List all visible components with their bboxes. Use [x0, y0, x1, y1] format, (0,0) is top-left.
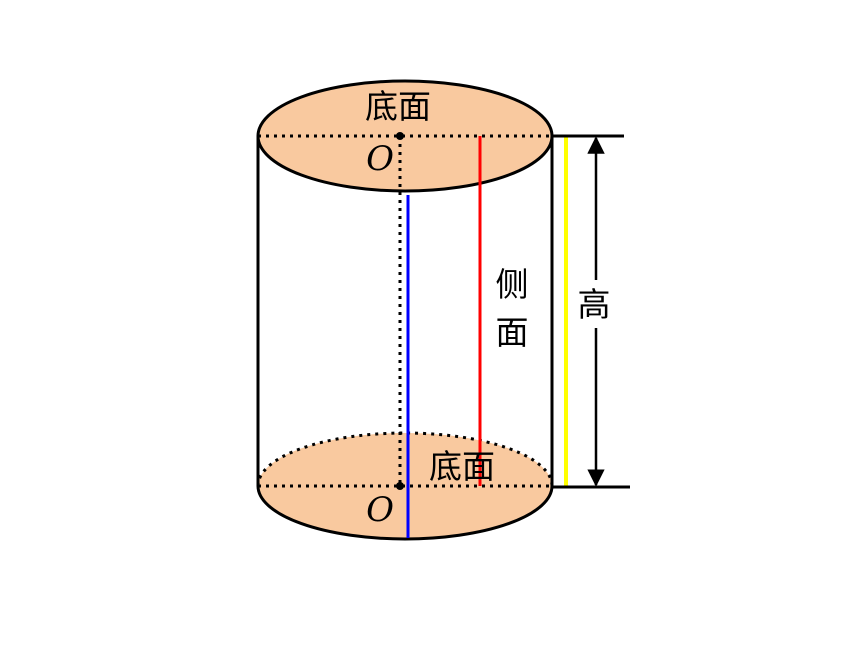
bottom-center-label: O: [366, 490, 394, 530]
lateral-label-char-1: 侧: [496, 265, 529, 304]
top-center-point: [396, 132, 404, 140]
bottom-center-point: [396, 482, 404, 490]
top-center-label: O: [366, 139, 394, 179]
bottom-base-label: 底面: [429, 447, 495, 486]
bottom-base: [256, 431, 554, 541]
height-label: 高: [578, 285, 611, 324]
lateral-label-char-2: 面: [496, 313, 529, 352]
bottom-base-front-edge: [256, 485, 554, 541]
top-base-label: 底面: [365, 87, 431, 126]
